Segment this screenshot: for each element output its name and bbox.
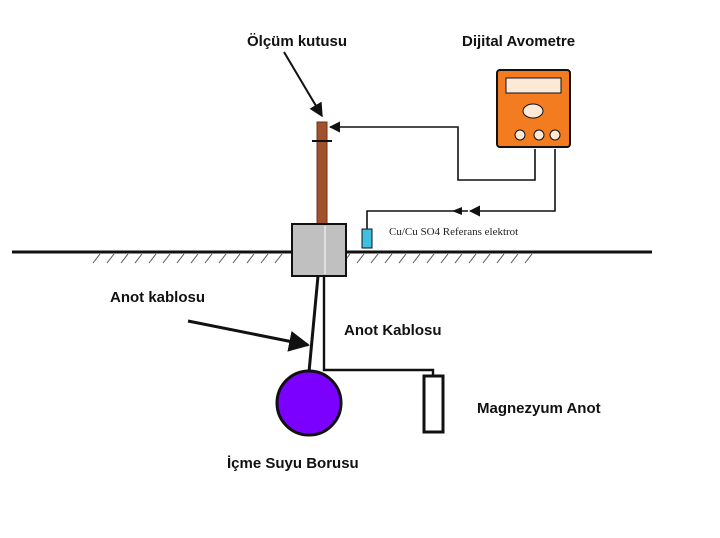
ground-hatch-mark xyxy=(370,253,379,264)
ground-hatch-mark xyxy=(468,253,477,264)
cable-to-pipe xyxy=(307,275,320,373)
ground-hatch-mark xyxy=(274,253,283,264)
label-olcum-kutusu: Ölçüm kutusu xyxy=(247,33,347,50)
meter-to-reference-wire xyxy=(468,149,556,217)
ground-hatch-mark xyxy=(120,253,129,264)
ground-hatch-mark xyxy=(148,253,157,264)
ground-hatch-mark xyxy=(106,253,115,264)
ground-hatch-mark xyxy=(218,253,227,264)
ground-hatch-mark xyxy=(426,253,435,264)
ground-hatch-mark xyxy=(398,253,407,264)
reference-wire-arrow-back xyxy=(452,207,462,215)
ground-hatch-mark xyxy=(510,253,519,264)
drinking-water-pipe xyxy=(275,369,343,437)
meter-dial xyxy=(522,103,544,119)
ground-hatch-mark xyxy=(412,253,421,264)
meter-to-post-wire xyxy=(328,121,536,181)
meter-jack-1 xyxy=(514,129,526,141)
ground-hatch-mark xyxy=(356,253,365,264)
reference-electrode-wire xyxy=(366,210,468,229)
ground-hatch-mark xyxy=(496,253,505,264)
magnesium-anode xyxy=(422,374,445,434)
label-anot-kablosu-right: Anot Kablosu xyxy=(344,322,442,339)
ground-hatch-mark xyxy=(482,253,491,264)
test-box xyxy=(291,223,347,277)
ground-hatch-mark xyxy=(524,253,533,264)
ground-hatch-mark xyxy=(92,253,101,264)
ground-hatch-mark xyxy=(260,253,269,264)
ground-hatching xyxy=(92,253,533,264)
anode-cable-pointer xyxy=(187,319,311,352)
ground-hatch-mark xyxy=(204,253,213,264)
label-magnezyum-anot: Magnezyum Anot xyxy=(477,400,601,417)
digital-multimeter xyxy=(496,69,571,148)
meter-jack-2 xyxy=(533,129,545,141)
ground-hatch-mark xyxy=(162,253,171,264)
ground-hatch-mark xyxy=(454,253,463,264)
test-post-pointer xyxy=(283,51,323,118)
ground-hatch-mark xyxy=(246,253,255,264)
ground-hatch-mark xyxy=(134,253,143,264)
label-dijital-avometre: Dijital Avometre xyxy=(462,33,575,50)
reference-electrode xyxy=(361,228,373,249)
ground-hatch-mark xyxy=(384,253,393,264)
ground-hatch-mark xyxy=(190,253,199,264)
cable-to-anode xyxy=(322,276,435,376)
meter-display xyxy=(505,77,562,94)
label-anot-kablosu-left: Anot kablosu xyxy=(110,289,205,306)
ground-hatch-mark xyxy=(176,253,185,264)
test-post xyxy=(316,121,328,225)
ground-hatch-mark xyxy=(440,253,449,264)
label-icme-suyu-borusu: İçme Suyu Borusu xyxy=(227,455,359,472)
meter-jack-3 xyxy=(549,129,561,141)
ground-hatch-mark xyxy=(232,253,241,264)
label-referans-elektrot: Cu/Cu SO4 Referans elektrot xyxy=(389,226,518,238)
